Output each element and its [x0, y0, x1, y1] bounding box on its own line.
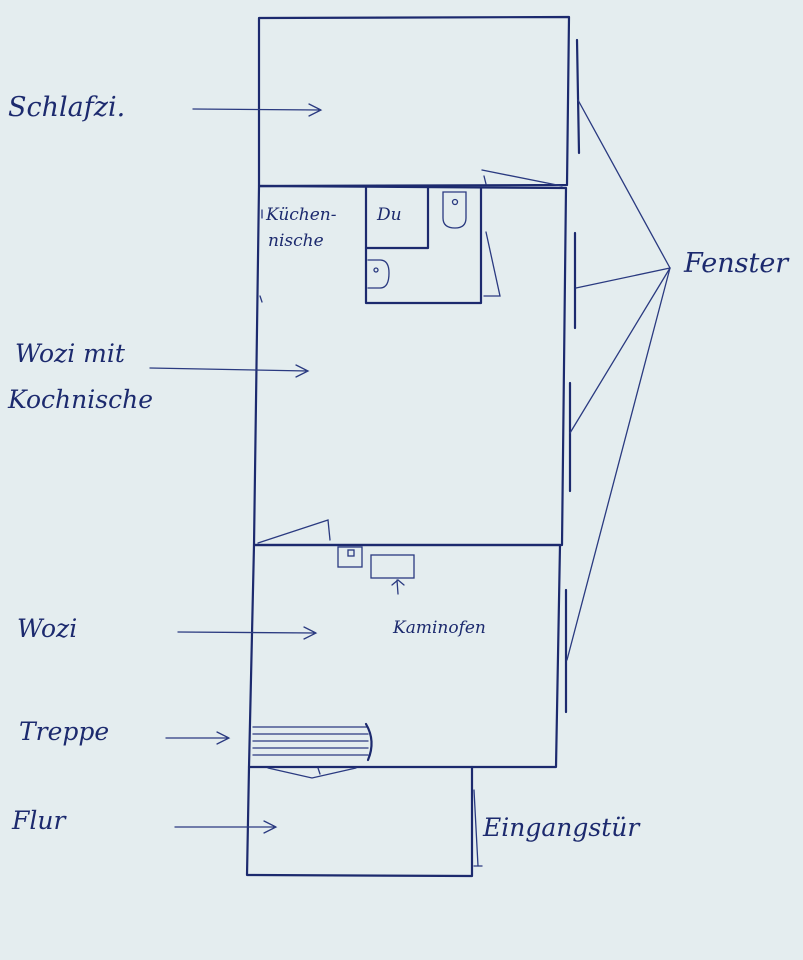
label-wozi: Wozi — [17, 614, 77, 643]
fenster-leader-lines — [566, 99, 671, 661]
room-flur — [245, 765, 483, 878]
label-arrows — [149, 103, 323, 834]
room-schlafzimmer — [257, 15, 571, 188]
label-eingangstuer: Eingangstür — [482, 813, 641, 842]
label-du: Du — [376, 205, 402, 225]
room-wozi-kochnische — [252, 184, 568, 547]
label-flur: Flur — [11, 806, 67, 835]
label-treppe: Treppe — [19, 717, 109, 746]
label-kaminofen: Kaminofen — [392, 618, 486, 638]
label-fenster: Fenster — [683, 248, 790, 279]
room-wozi — [247, 543, 562, 769]
treppe-stairs — [252, 722, 373, 762]
label-kuechennische-line1: Küchen- — [265, 205, 337, 225]
label-schlafzi: Schlafzi. — [8, 92, 125, 123]
label-wozi-mit: Wozi mit — [15, 339, 126, 368]
label-kuechennische-line2: nische — [268, 231, 324, 251]
windows — [564, 38, 581, 714]
label-kochnische: Kochnische — [7, 385, 153, 414]
